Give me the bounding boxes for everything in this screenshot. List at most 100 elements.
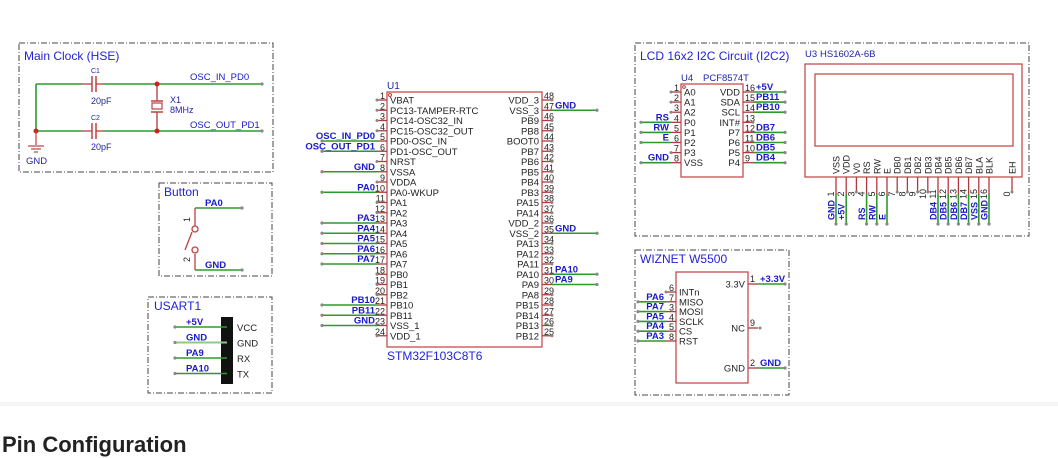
wire-end xyxy=(977,222,981,226)
pin-number: 7 xyxy=(887,191,897,196)
wire-end xyxy=(783,151,787,155)
pin-name: DB4 xyxy=(934,156,944,174)
pin-name: DB3 xyxy=(923,156,933,174)
pin-name: P4 xyxy=(728,158,740,169)
pin-name: PA7 xyxy=(390,260,407,271)
pin-name: RW xyxy=(872,159,882,174)
wire-end xyxy=(595,272,599,276)
pin-row: 13.3V+3.3V xyxy=(725,274,787,291)
pin-name: VSS_3 xyxy=(509,106,539,117)
c1-value: 20pF xyxy=(91,96,112,106)
pin-name: P7 xyxy=(728,128,740,139)
pin-number: 0 xyxy=(1002,191,1012,196)
pin-number: 22 xyxy=(375,306,385,316)
net-label: GND xyxy=(354,162,375,173)
net-label: PA7 xyxy=(357,254,375,265)
wire-end xyxy=(639,161,643,165)
pin-number: 15 xyxy=(745,93,755,103)
wire-end xyxy=(240,206,244,210)
pin-name: PB10 xyxy=(390,301,413,312)
connector-pin-name: RX xyxy=(237,354,251,365)
net-label: PA3 xyxy=(646,331,664,342)
pin-number: 20 xyxy=(375,286,385,296)
net-label: GND xyxy=(555,100,576,111)
pin-number: 6 xyxy=(669,283,674,293)
pin-number: 3 xyxy=(846,191,856,196)
pin-number: 8 xyxy=(380,163,385,173)
pin-number: 23 xyxy=(375,317,385,327)
pin-number: 27 xyxy=(544,306,554,316)
wire-end xyxy=(636,319,640,323)
pin-number: 9 xyxy=(745,154,750,164)
wire-end xyxy=(834,222,838,226)
wire-end xyxy=(173,325,177,329)
pin-number: 33 xyxy=(544,245,554,255)
pin-name: VSS xyxy=(832,156,842,174)
lcd-part: HS1602A-6B xyxy=(820,49,875,60)
pin-number: 7 xyxy=(669,293,674,303)
pin-number: 8 xyxy=(669,332,674,342)
pin-name: E xyxy=(883,168,893,174)
pin-name: 3.3V xyxy=(725,280,745,291)
pin-end xyxy=(550,170,554,174)
pin-number: 2 xyxy=(750,358,755,368)
pin-end xyxy=(550,160,554,163)
wire-end xyxy=(240,268,244,272)
net-label: DB6 xyxy=(949,202,959,220)
pin-name: PA10 xyxy=(516,270,539,281)
pin-name: PA3 xyxy=(390,219,407,230)
pin-name: PB1 xyxy=(390,280,408,291)
net-label: DB4 xyxy=(756,153,776,164)
pin-number: 29 xyxy=(544,286,554,296)
wiznet-frame xyxy=(634,249,790,396)
pin-number: 4 xyxy=(674,113,679,123)
net-label: GND xyxy=(648,153,669,164)
pin-end xyxy=(550,190,554,194)
wire-end xyxy=(636,310,640,314)
wire-end xyxy=(320,323,324,328)
wiznet-title: WIZNET W5500 xyxy=(640,252,727,266)
pin-name: PA6 xyxy=(390,249,407,260)
net-label: GND xyxy=(760,358,781,369)
pin-row: 9NC xyxy=(731,318,762,335)
wire-end xyxy=(783,140,787,145)
pin-number: 34 xyxy=(544,235,554,245)
top-strip xyxy=(0,0,1058,30)
pin-end xyxy=(375,211,379,215)
pin-number: 5 xyxy=(674,123,679,133)
pin-end xyxy=(550,303,554,307)
pin-number: 2 xyxy=(182,257,192,262)
pin-end xyxy=(550,334,554,338)
pin-name: RS xyxy=(862,161,872,174)
net-label: DB5 xyxy=(939,202,949,220)
pin-name: PA13 xyxy=(516,239,539,250)
wire-end xyxy=(595,108,599,112)
net-label: +5V xyxy=(756,82,774,93)
pin-number: 28 xyxy=(544,296,554,306)
net-label: GND xyxy=(827,200,837,221)
pin-name: PA0-WKUP xyxy=(390,188,439,199)
pin-end xyxy=(550,293,554,297)
pin-name: PB2 xyxy=(390,290,408,301)
wire-end xyxy=(956,222,961,226)
pin-name: PB9 xyxy=(521,116,539,127)
net-label: VSS xyxy=(969,202,979,220)
pin-end xyxy=(669,110,673,114)
